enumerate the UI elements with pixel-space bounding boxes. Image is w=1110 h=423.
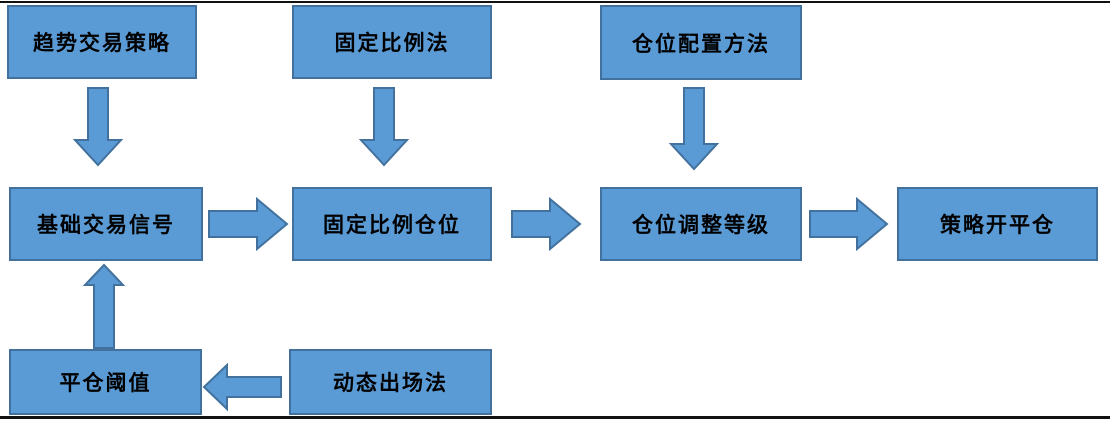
node-basic-trading-signal: 基础交易信号 (9, 187, 203, 261)
node-position-allocation-method: 仓位配置方法 (600, 5, 802, 80)
up-arrow-threshold-to-signal-icon (82, 263, 126, 349)
top-rule-line (0, 1, 1110, 3)
right-arrow-fixedposition-to-adjustlevel-icon (511, 196, 582, 252)
right-arrow-signal-to-fixedposition-icon (208, 196, 289, 252)
node-fixed-ratio-method: 固定比例法 (292, 5, 492, 79)
node-position-adjust-level: 仓位调整等级 (600, 187, 802, 261)
left-arrow-dynamicexit-to-threshold-icon (202, 362, 282, 412)
node-close-threshold: 平仓阈值 (9, 349, 202, 415)
node-fixed-ratio-position: 固定比例仓位 (292, 187, 492, 261)
node-trend-strategy: 趋势交易策略 (7, 5, 197, 79)
bottom-rule-line (0, 416, 1110, 419)
down-arrow-fixedmethod-to-fixedposition-icon (358, 87, 410, 167)
node-strategy-open-close: 策略开平仓 (897, 187, 1098, 261)
down-arrow-allocation-to-adjustlevel-icon (668, 87, 720, 171)
node-dynamic-exit-method: 动态出场法 (289, 349, 492, 415)
right-arrow-adjustlevel-to-openclose-icon (809, 196, 889, 252)
down-arrow-trend-to-signal-icon (72, 87, 124, 167)
